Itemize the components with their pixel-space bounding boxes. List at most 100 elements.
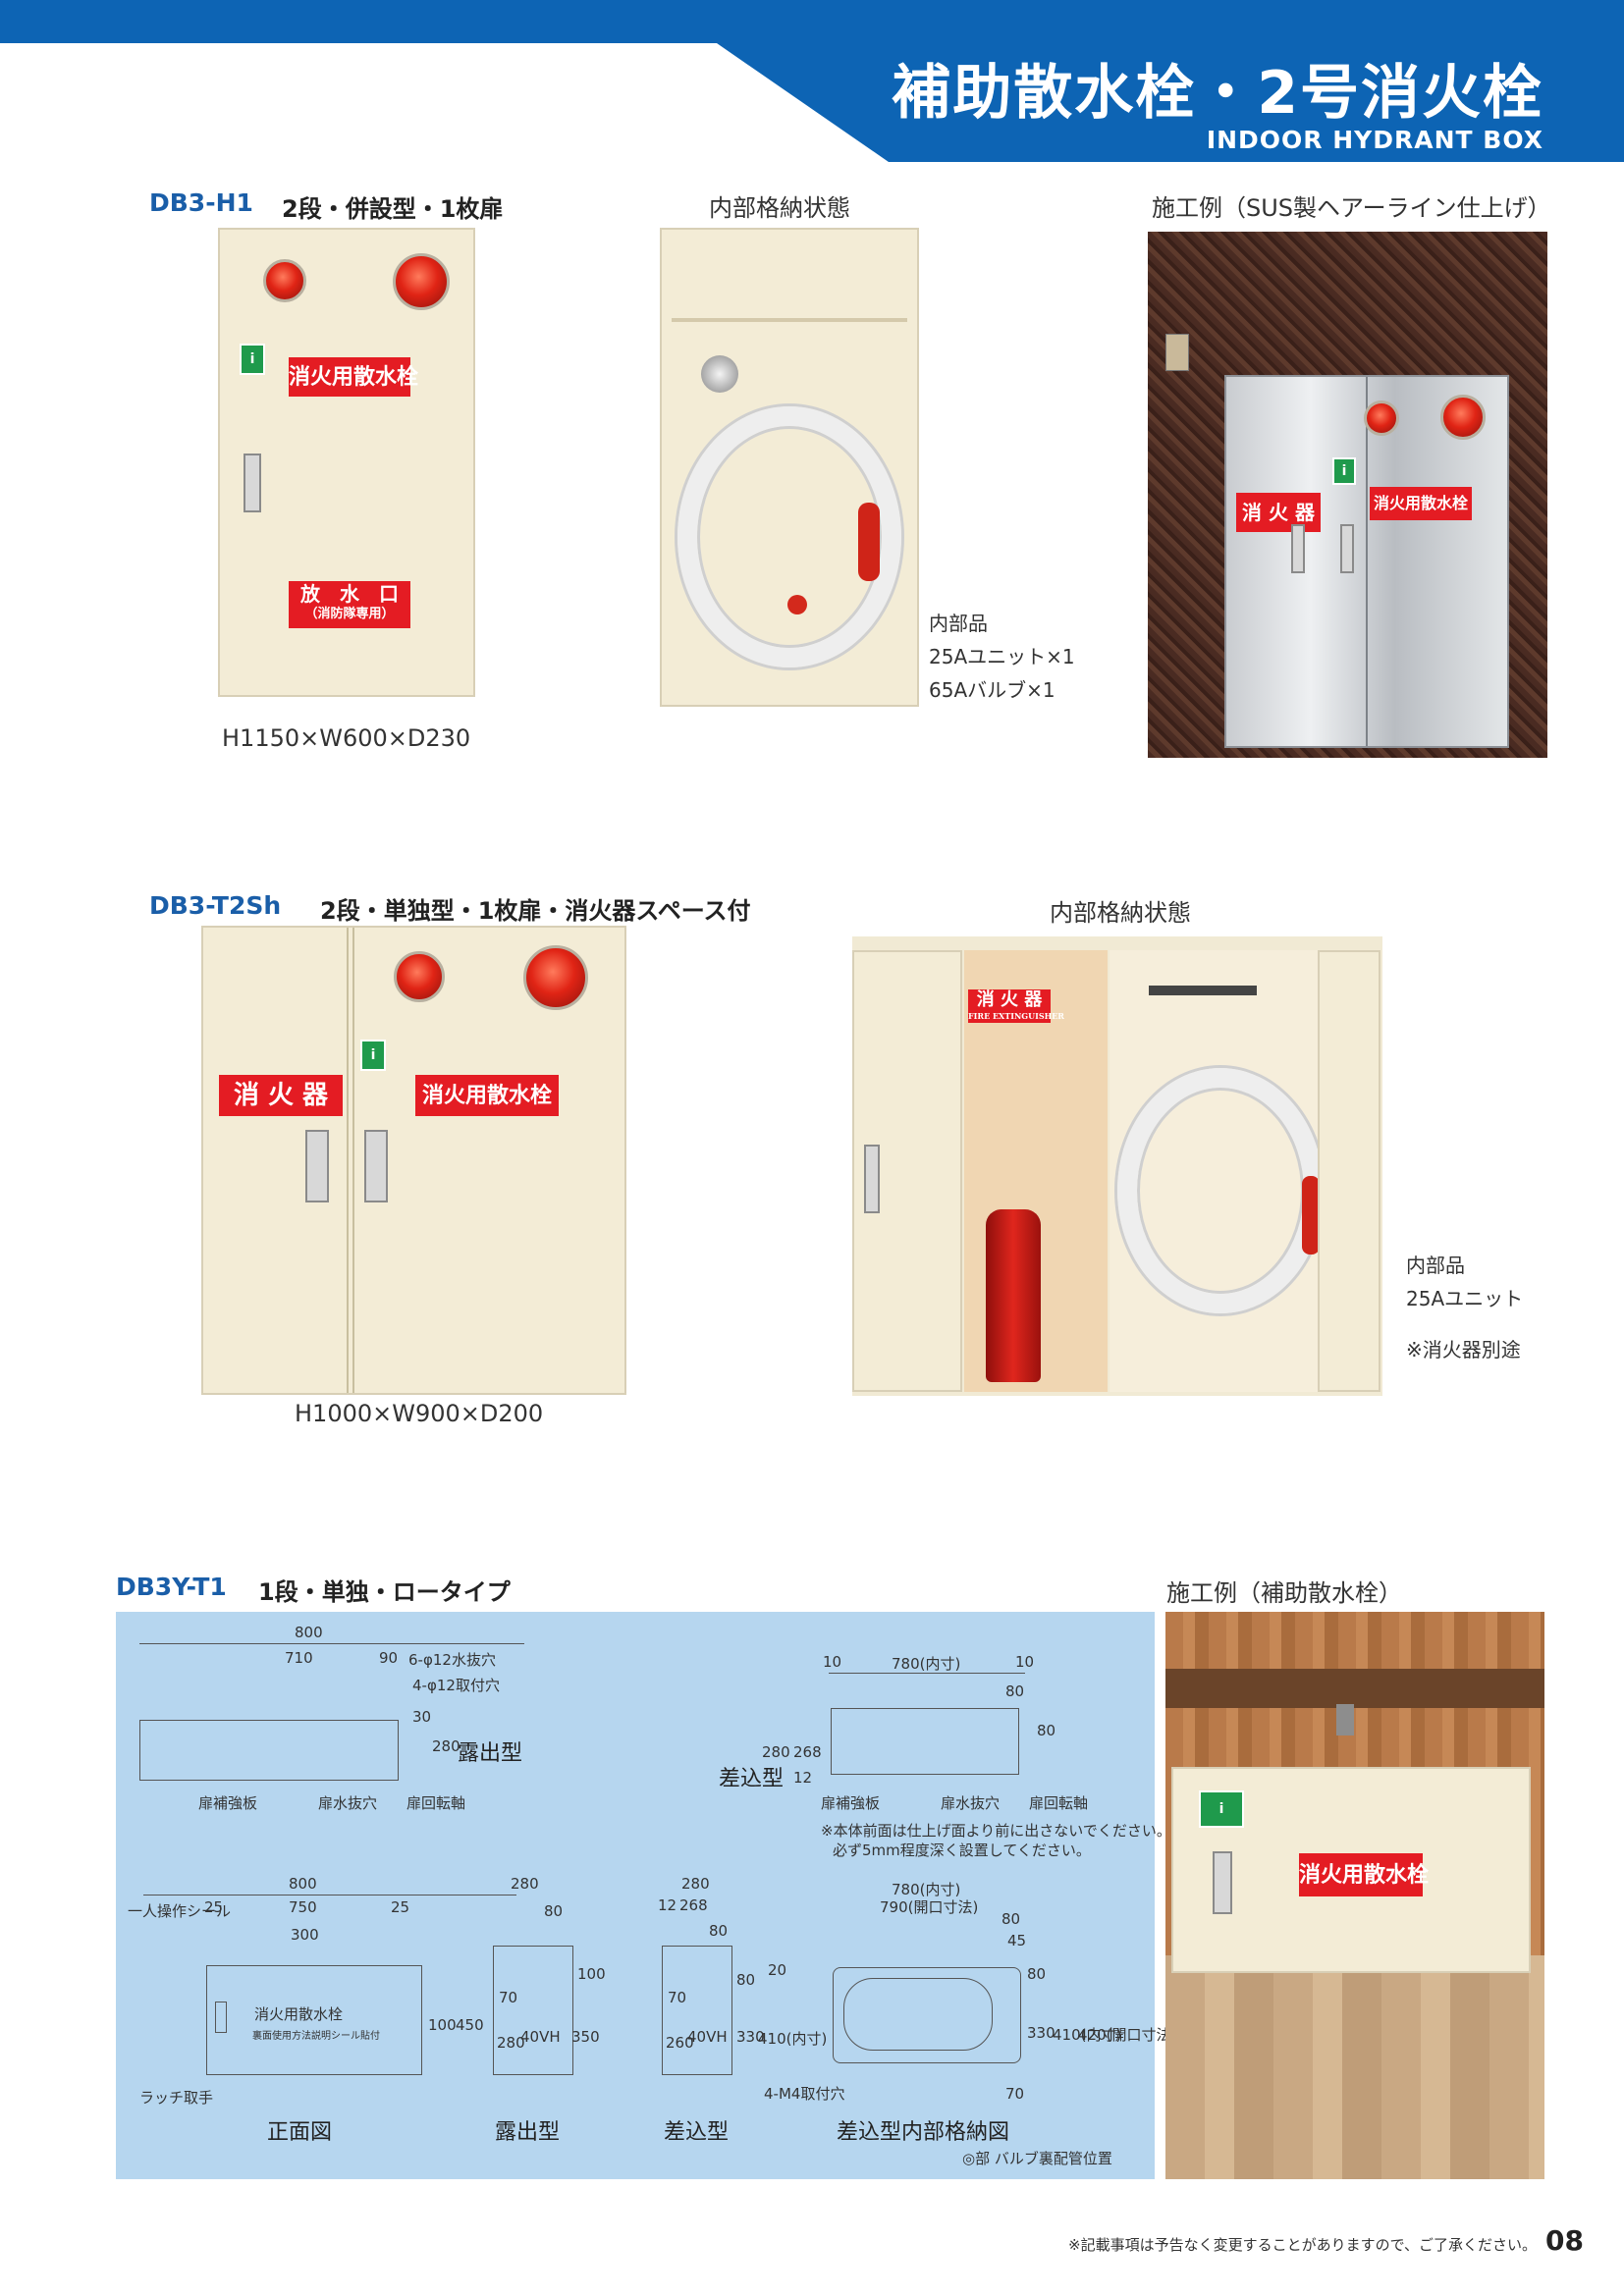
dim-label: 25 (204, 1898, 224, 1916)
product1-desc: 2段・併設型・1枚扉 (282, 195, 504, 223)
valve-icon (701, 355, 738, 393)
interior-label-sub: FIRE EXTINGUISHER (968, 1011, 1064, 1021)
hose-coil (1117, 1068, 1324, 1313)
dim-label: 80 (1027, 1965, 1047, 1983)
view-title: 差込型 (664, 2120, 730, 2145)
dim-label: 280 (432, 1737, 460, 1755)
alarm-bell-icon (393, 253, 450, 310)
label-hydrant: 消火用散水栓 (415, 1075, 559, 1116)
dim-label: 20 (768, 1961, 787, 1979)
dim-label: 268 (679, 1896, 708, 1914)
part-label: 扉回転軸 (1029, 1794, 1089, 1812)
product2-interior-notes: 内部品 25Aユニット ※消火器別途 (1406, 1249, 1523, 1366)
hydrant-sign-icon: i (1199, 1790, 1244, 1828)
product2-interior-caption: 内部格納状態 (1050, 899, 1191, 927)
dim-label: 280 (762, 1743, 790, 1761)
product1-dims: H1150×W600×D230 (222, 724, 471, 752)
product2-dims: H1000×W900×D200 (295, 1400, 544, 1427)
door-handle (1213, 1851, 1232, 1914)
dim-label: 70 (1005, 2085, 1025, 2103)
product1-install-caption: 施工例（SUS製ヘアーライン仕上げ） (1152, 194, 1551, 222)
side-outline (493, 1946, 573, 2075)
label-extinguisher: 消 火 器 (219, 1075, 343, 1116)
label-hydrant: 消火用散水栓 (1299, 1853, 1429, 1896)
door-handle (1340, 524, 1354, 573)
dim-label: 750 (289, 1898, 317, 1916)
door-seam (352, 928, 354, 1393)
part-label: 扉水抜穴 (318, 1794, 378, 1812)
door-handle (364, 1130, 388, 1202)
dim-label: 780(内寸) (892, 1655, 961, 1673)
hose-bay (1110, 950, 1324, 1392)
inner-label: 消火用散水栓 (254, 2005, 344, 2023)
seal-label: 一人操作シール (128, 1902, 232, 1920)
product1-model: DB3-H1 (149, 188, 253, 217)
note-line: 内部品 (929, 612, 988, 635)
extinguisher (986, 1209, 1041, 1382)
product3-desc: 1段・単独・ロータイプ (258, 1578, 511, 1606)
product1-interior-notes: 内部品 25Aユニット×1 65Aバルブ×1 (929, 607, 1075, 707)
product1-cabinet: i 消火用散水栓 放 水 口 （消防隊専用） (218, 228, 475, 697)
floor (1165, 1955, 1544, 2179)
product3-install-photo: i 消火用散水栓 (1165, 1612, 1544, 2179)
dim-label: 100 (577, 1965, 606, 1983)
dim-label: 780(内寸) (892, 1881, 961, 1898)
dim-label: 410(内寸) (1053, 2026, 1122, 2044)
dim-label: 260 (666, 2034, 694, 2052)
inner-outline (833, 1967, 1021, 2063)
dim-label: 420(開口寸法) (1078, 2026, 1177, 2044)
dim-label: 450 (456, 2016, 484, 2034)
note-line: 25Aユニット (1406, 1287, 1524, 1310)
dim-label: 30 (412, 1708, 432, 1726)
note-line: 内部品 (1406, 1254, 1465, 1277)
type-label: 差込型 (719, 1767, 785, 1791)
product2-cabinet: i 消 火 器 消火用散水栓 (201, 926, 626, 1395)
drawing-note: 必ず5mm程度深く設置してください。 (833, 1842, 1091, 1859)
dim-label: 45 (1007, 1932, 1027, 1949)
dim-label: 330 (1027, 2024, 1056, 2042)
right-door (1318, 950, 1380, 1392)
footer-note: ※記載事項は予告なく変更することがありますので、ご了承ください。 (1068, 2236, 1537, 2254)
product3-install-caption: 施工例（補助散水栓） (1166, 1579, 1402, 1607)
page-subtitle: INDOOR HYDRANT BOX (1206, 126, 1543, 154)
hydrant-sign-icon: i (1332, 457, 1356, 485)
front-outline: 消火用散水栓 裏面使用方法説明シール貼付 (206, 1965, 422, 2075)
view-title: 正面図 (267, 2120, 333, 2145)
dim-label: 10 (1015, 1653, 1035, 1671)
product1-interior-caption: 内部格納状態 (709, 194, 850, 222)
product3-model: DB3Y-T1 (116, 1573, 227, 1601)
door-handle (864, 1145, 880, 1213)
valve-label: 40VH (687, 2028, 728, 2046)
door-seam (347, 928, 349, 1393)
part-label: 扉水抜穴 (941, 1794, 1001, 1812)
box-outline (831, 1708, 1019, 1775)
door-seam (1366, 377, 1368, 746)
dim-label: 80 (709, 1922, 729, 1940)
alarm-bell-icon (1440, 395, 1486, 440)
valve-label: 40VH (520, 2028, 561, 2046)
dim-label: 70 (668, 1989, 687, 2006)
dim-label: 268 (793, 1743, 822, 1761)
side-outline (662, 1946, 732, 2075)
dim-label: 800 (289, 1875, 317, 1893)
interior-label: 消 火 器 FIRE EXTINGUISHER (968, 989, 1064, 1023)
dim-label: 80 (1005, 1682, 1025, 1700)
view-title: 露出型 (495, 2120, 561, 2145)
dim-line (829, 1673, 1025, 1674)
label-hydrant: 消火用散水栓 (1370, 487, 1472, 520)
product2-desc: 2段・単独型・1枚扉・消火器スペース付 (320, 897, 751, 925)
handle-outline (215, 2002, 227, 2033)
shelf (672, 318, 907, 322)
product2-interior-photo: 消 火 器 FIRE EXTINGUISHER (852, 936, 1382, 1396)
inner-sub: 裏面使用方法説明シール貼付 (252, 2031, 380, 2042)
label-outlet-text: 放 水 口 (300, 582, 399, 606)
part-label: 扉回転軸 (406, 1794, 466, 1812)
product1-install-photo: i 消 火 器 消火用散水栓 (1148, 232, 1547, 758)
wall-switch (1165, 334, 1189, 371)
dim-label: 350 (571, 2028, 600, 2046)
steel-cabinet: i 消 火 器 消火用散水栓 (1224, 375, 1509, 748)
label-hydrant: 消火用散水栓 (289, 357, 418, 397)
rail-bracket (1336, 1704, 1354, 1735)
dim-label: 4-φ12取付穴 (412, 1677, 500, 1694)
dim-line (143, 1895, 516, 1896)
